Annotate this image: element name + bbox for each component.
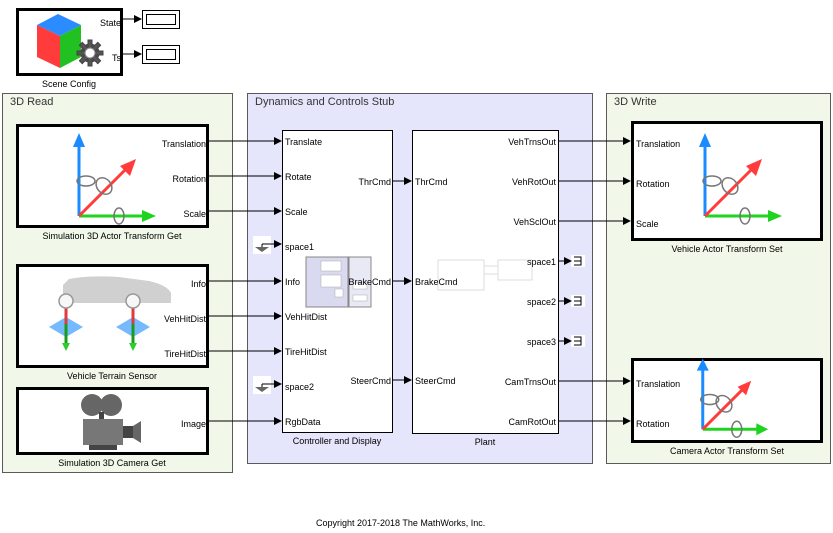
vehicle-terrain-icon (49, 276, 171, 351)
port-space1: space1 (285, 242, 315, 252)
x-axis-arrow (701, 388, 744, 431)
port-rotate: Rotate (285, 172, 312, 182)
ground-block-space1[interactable] (253, 236, 271, 254)
port-vehhitdist: VehHitDist (285, 312, 328, 322)
port-camtrnsout: CamTrnsOut (504, 377, 556, 387)
port-translation: Translation (161, 139, 206, 149)
port-tirehitdist: TireHitDist (285, 347, 327, 357)
terminator-icon (574, 256, 582, 266)
area-title: Dynamics and Controls Stub (255, 96, 395, 108)
rotation-arrow (113, 207, 125, 225)
ground-icon (255, 383, 271, 392)
port-brakecmd: BrakeCmd (415, 277, 458, 287)
scene-config-caption: Scene Config (41, 79, 97, 89)
transform-axes-icon (73, 133, 156, 225)
port-scale: Scale (636, 219, 659, 229)
z-axis-head (756, 423, 769, 436)
port-steercmd: SteerCmd (350, 376, 391, 386)
scene-config-block[interactable]: State Ts (16, 8, 123, 76)
rotation-arrow (731, 420, 743, 438)
port-scale: Scale (183, 209, 206, 219)
port-ts: Ts (112, 53, 121, 63)
port-space2: space2 (285, 382, 315, 392)
camera-get-caption: Simulation 3D Camera Get (58, 458, 166, 468)
transform-axes-icon (699, 133, 782, 225)
port-vehsclout: VehSclOut (513, 217, 556, 227)
y-axis-head (696, 358, 709, 371)
port-info: Info (285, 277, 301, 287)
rotation-arrow (721, 177, 739, 195)
z-axis-head (142, 210, 156, 222)
port-steercmd: SteerCmd (415, 376, 456, 386)
port-vehhitdist: VehHitDist (163, 314, 206, 324)
port-rotation: Rotation (172, 174, 206, 184)
x-axis-head (746, 159, 762, 176)
port-state: State (99, 18, 121, 28)
port-brakecmd: BrakeCmd (348, 277, 391, 287)
rotation-arrow (95, 177, 113, 195)
ground-block-space2[interactable] (253, 376, 271, 394)
plant-caption: Plant (474, 437, 496, 447)
port-camrotout: CamRotOut (508, 417, 556, 427)
cube-icon (37, 14, 81, 68)
x-axis-head (737, 380, 752, 396)
port-rotation: Rotation (636, 179, 670, 189)
gear-icon (76, 39, 104, 67)
port-thrcmd: ThrCmd (415, 177, 448, 187)
terminator-block-space1[interactable] (571, 255, 585, 267)
x-axis-head (120, 159, 136, 176)
ts-display-block[interactable] (142, 45, 180, 64)
port-vehrotout: VehRotOut (511, 177, 556, 187)
rotation-arrow (76, 175, 96, 187)
terminator-icon (574, 336, 582, 346)
camera-get-block[interactable]: Image (16, 387, 209, 455)
state-display-block[interactable] (142, 10, 180, 29)
rotation-arrow (700, 393, 720, 406)
y-axis-head (73, 133, 85, 147)
port-translate: Translate (285, 137, 323, 147)
z-axis-head (768, 210, 782, 222)
actor-transform-get-block[interactable]: Translation Rotation Scale (16, 124, 209, 228)
camera-actor-transform-set-block[interactable]: Translation Rotation (631, 358, 823, 443)
port-info: Info (190, 279, 206, 289)
port-tirehitdist: TireHitDist (164, 349, 206, 359)
x-axis-arrow (703, 167, 754, 218)
port-rgbdata: RgbData (285, 417, 321, 427)
controller-caption: Controller and Display (292, 436, 382, 446)
vehicle-actor-transform-set-block[interactable]: Translation Rotation Scale (631, 121, 823, 241)
terminator-icon (574, 296, 582, 306)
subsystem-preview-icon (437, 259, 533, 291)
port-translation: Translation (636, 139, 681, 149)
copyright-text: Copyright 2017-2018 The MathWorks, Inc. (316, 518, 486, 528)
port-vehtrnsout: VehTrnsOut (508, 137, 556, 147)
vehicle-terrain-sensor-block[interactable]: Info VehHitDist TireHitDist (16, 264, 209, 368)
x-axis-arrow (77, 167, 128, 218)
subsystem-preview-icon (305, 256, 372, 308)
area-title: 3D Read (10, 96, 54, 108)
transform-axes-icon (696, 358, 769, 438)
actor-get-caption: Simulation 3D Actor Transform Get (42, 231, 182, 241)
port-space2: space2 (526, 297, 556, 307)
terminator-block-space2[interactable] (571, 295, 585, 307)
camera-set-caption: Camera Actor Transform Set (669, 446, 785, 456)
port-space1: space1 (526, 257, 556, 267)
rotation-arrow (715, 394, 733, 413)
port-thrcmd: ThrCmd (358, 177, 391, 187)
rotation-arrow (702, 175, 722, 187)
port-scale: Scale (285, 207, 308, 217)
terrain-caption: Vehicle Terrain Sensor (67, 371, 157, 381)
rotation-arrow (739, 207, 751, 225)
ground-icon (255, 243, 271, 252)
port-image: Image (180, 419, 206, 429)
y-axis-head (699, 133, 711, 147)
port-space3: space3 (526, 337, 556, 347)
area-title: 3D Write (614, 96, 657, 108)
terminator-block-space3[interactable] (571, 335, 585, 347)
port-translation: Translation (636, 379, 681, 389)
camera-icon (81, 394, 141, 450)
vehicle-set-caption: Vehicle Actor Transform Set (671, 244, 783, 254)
port-rotation: Rotation (636, 419, 670, 429)
